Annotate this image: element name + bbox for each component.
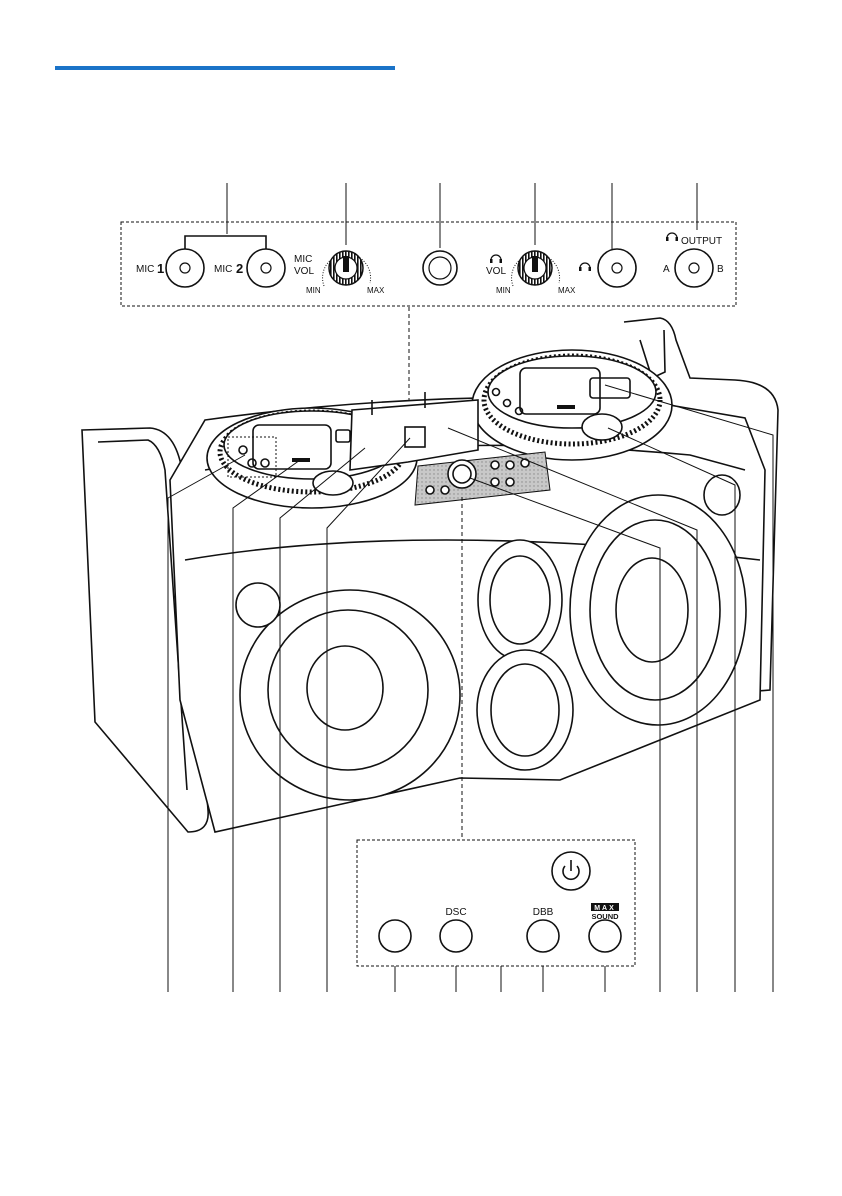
left-button-disc <box>312 470 354 496</box>
mic1-number: 1 <box>157 261 164 276</box>
mic-bracket <box>184 235 267 250</box>
woofer-left-mid <box>267 609 429 771</box>
output-selector-hole <box>688 262 700 274</box>
tweeter-lower <box>476 649 574 771</box>
sound-label: SOUND <box>591 912 619 921</box>
left-jack <box>238 445 248 455</box>
woofer-right-outer <box>569 494 747 726</box>
max-label-box <box>591 903 619 911</box>
right-display-slot <box>557 405 575 409</box>
left-jack <box>260 458 270 468</box>
dsc-button[interactable] <box>439 919 473 953</box>
plain-button[interactable] <box>378 919 412 953</box>
leader-line <box>167 454 246 992</box>
woofer-left-outer <box>239 589 461 801</box>
control-knob-inner <box>452 464 472 484</box>
right-button <box>502 398 512 408</box>
dbb-label: DBB <box>533 907 554 918</box>
mic-vol-pointer <box>343 256 349 272</box>
headphone-icon <box>490 254 502 263</box>
left-usb-port <box>335 429 351 443</box>
control-button <box>490 477 500 487</box>
right-button-disc <box>581 413 623 441</box>
control-button <box>520 458 530 468</box>
mic2-label: MIC <box>214 264 232 275</box>
output-label: OUTPUT <box>681 236 722 247</box>
mic2-number: 2 <box>236 261 243 276</box>
right-handle-inner <box>639 329 666 380</box>
headphone-vol-min: MIN <box>496 286 511 295</box>
right-display-panel <box>519 367 601 415</box>
mic1-label: MIC <box>136 264 154 275</box>
dbb-button[interactable] <box>526 919 560 953</box>
leader-line <box>326 437 411 992</box>
tweeter-upper-cone <box>489 555 551 645</box>
mic-vol-label-line2: VOL <box>294 266 314 277</box>
control-button <box>490 460 500 470</box>
headphone-vol-label: VOL <box>486 266 506 277</box>
right-usb-panel <box>589 377 631 399</box>
leader-line <box>447 427 698 992</box>
woofer-right-mid <box>589 519 721 701</box>
speaker-illustration <box>81 317 779 833</box>
left-mic-panel <box>227 436 277 478</box>
woofer-left-cone <box>306 645 384 731</box>
left-display-panel <box>252 424 332 470</box>
max-sound-button[interactable] <box>588 919 622 953</box>
right-dial-ring <box>481 353 663 447</box>
control-button <box>505 460 515 470</box>
bottom-leader-lines <box>167 384 774 992</box>
headphone-vol-pointer <box>532 256 538 272</box>
left-jack <box>247 458 257 468</box>
power-icon <box>562 860 580 881</box>
headphone-icon <box>579 262 591 271</box>
leader-line <box>604 384 774 992</box>
leader-line <box>232 459 301 992</box>
woofer-right-cone <box>615 557 689 663</box>
headphone-jack-hole <box>611 262 623 274</box>
control-button <box>440 485 450 495</box>
output-a-label: A <box>663 264 670 275</box>
control-button <box>425 485 435 495</box>
mic1-jack-hole <box>179 262 191 274</box>
left-display-slot <box>292 458 310 462</box>
mic-vol-label-line1: MIC <box>294 254 312 265</box>
center-slot <box>404 426 426 448</box>
header-accent-bar <box>55 66 395 70</box>
center-button-inner <box>428 256 452 280</box>
mic2-jack-hole <box>260 262 272 274</box>
headphone-vol-max: MAX <box>558 286 576 295</box>
right-button <box>514 406 524 416</box>
dsc-label: DSC <box>445 907 466 918</box>
headphone-icon <box>666 232 678 241</box>
leader-line <box>469 477 661 992</box>
right-button <box>491 387 501 397</box>
tweeter-lower-cone <box>490 663 560 757</box>
side-wheel-right <box>703 474 741 516</box>
mic-vol-min: MIN <box>306 286 321 295</box>
control-button <box>505 477 515 487</box>
top-panel-border <box>120 221 737 307</box>
leader-line <box>279 447 366 992</box>
max-label: MAX <box>594 905 616 912</box>
bottom-panel: DSC DBB MAX SOUND <box>356 839 636 967</box>
output-b-label: B <box>717 264 724 275</box>
leader-line <box>607 427 736 992</box>
left-handle-inner <box>97 439 188 791</box>
top-panel: MIC 1 MIC 2 MIC VOL MIN MAX VOL MIN <box>120 183 737 307</box>
mic-vol-max: MAX <box>367 286 385 295</box>
side-wheel-left <box>235 582 281 628</box>
